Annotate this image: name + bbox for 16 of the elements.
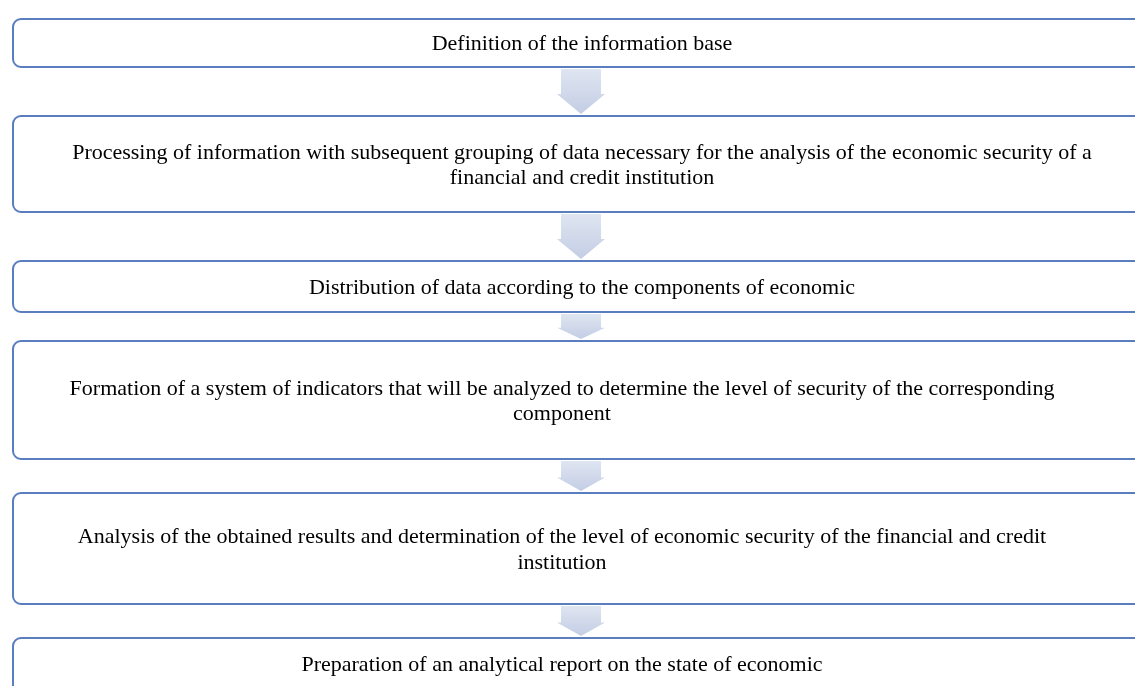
block-arrow <box>557 69 605 114</box>
step-text: Formation of a system of indicators that will be analyzed to determine the level of security of the corresponding component <box>68 374 1056 426</box>
step-text: Distribution of data according to the components of economic <box>308 273 856 300</box>
step-text: Processing of information with subsequent grouping of data necessary for the analysis of the economic security of a financial and credit institution <box>71 138 1093 190</box>
block-arrow <box>557 461 605 491</box>
process-box <box>12 340 1135 460</box>
block-arrow <box>557 606 605 636</box>
step-text: Definition of the information base <box>431 30 733 56</box>
step-text: Analysis of the obtained results and determination of the level of economic security of the financial and credit institution <box>76 523 1048 574</box>
process-box <box>12 260 1135 313</box>
process-box <box>12 492 1135 605</box>
block-arrow <box>557 314 605 339</box>
process-box <box>12 115 1135 213</box>
step-text: Preparation of an analytical report on the state of economic <box>301 651 823 677</box>
process-box <box>12 18 1135 68</box>
block-arrow <box>557 214 605 259</box>
